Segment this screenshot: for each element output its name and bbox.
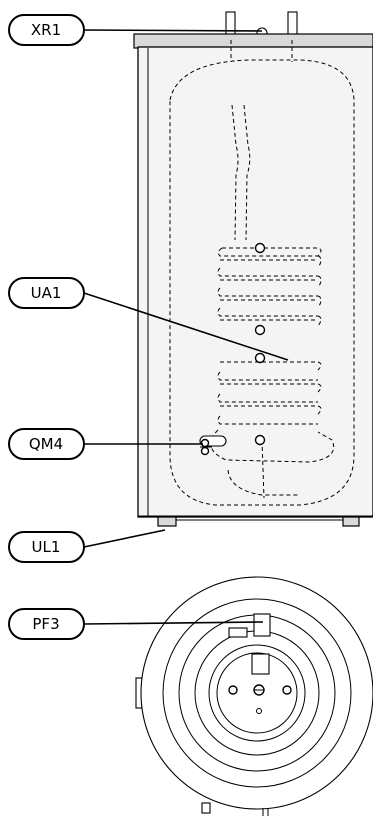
- top-view-ring-6: [216, 652, 298, 734]
- dip-tube-wall: [243, 104, 251, 241]
- label-qm4-text: QM4: [29, 435, 63, 453]
- leader-pf3: [83, 621, 264, 625]
- lower-coil-port-bottom: [254, 434, 266, 446]
- label-qm4: QM4: [8, 428, 85, 460]
- flange-small-hole: [256, 708, 262, 714]
- tank-casing: [137, 46, 373, 518]
- label-xr1-text: XR1: [31, 21, 61, 39]
- drain-valve: [199, 435, 227, 456]
- flange-hole-right: [282, 685, 292, 695]
- upper-coil-port-bottom: [254, 324, 266, 336]
- upper-coil: [217, 247, 322, 327]
- foot-right: [342, 516, 360, 527]
- top-view-connection-3: [251, 653, 270, 675]
- top-view-connection-2: [228, 627, 248, 638]
- label-xr1: XR1: [8, 14, 85, 46]
- bottom-valve: [201, 802, 211, 814]
- leader-ul1: [83, 529, 166, 548]
- label-ua1-text: UA1: [31, 284, 62, 302]
- label-ul1-text: UL1: [32, 538, 61, 556]
- label-pf3: PF3: [8, 608, 85, 640]
- tank-lid: [133, 33, 373, 49]
- dip-tube: [231, 104, 239, 241]
- leader-xr1: [83, 29, 263, 32]
- upper-coil-port-top: [254, 242, 266, 254]
- tank-top-view: [135, 576, 373, 816]
- top-view-connection-1: [253, 613, 271, 637]
- top-view-ring-5: [208, 644, 306, 742]
- top-view-ring-2: [162, 598, 352, 788]
- lower-coil-port-top: [254, 352, 266, 364]
- label-pf3-text: PF3: [32, 615, 59, 633]
- foot-left: [157, 516, 177, 527]
- inner-vessel: [169, 59, 355, 506]
- lower-coil: [210, 361, 335, 499]
- label-ua1: UA1: [8, 277, 85, 309]
- leader-ua1: [83, 292, 289, 361]
- flange-hole-left: [228, 685, 238, 695]
- label-ul1: UL1: [8, 531, 85, 563]
- tank-side-view: [133, 11, 373, 527]
